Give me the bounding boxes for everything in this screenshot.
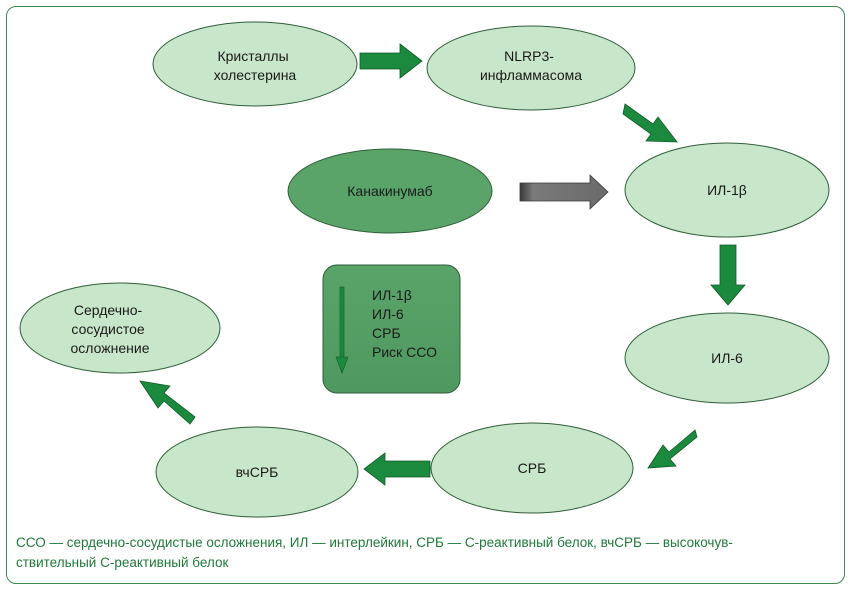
node-hscrp bbox=[155, 426, 359, 518]
node-nlrp3-inflammasome bbox=[426, 25, 636, 111]
label-crp: СРБ bbox=[518, 460, 547, 476]
node-il1b bbox=[624, 142, 830, 238]
reduction-item: ИЛ-1β bbox=[372, 287, 412, 303]
label-il1b: ИЛ-1β bbox=[707, 182, 747, 198]
node-il6 bbox=[624, 312, 830, 404]
arrow-canakinumab-to-il1b bbox=[519, 174, 609, 210]
caption: ССО — сердечно-сосудистые осложнения, ИЛ… bbox=[16, 533, 836, 573]
label-cv-complication: Сердечно- сосудистое осложнение bbox=[71, 302, 150, 356]
node-cholesterol-crystals bbox=[152, 21, 358, 107]
reduction-item: Риск ССО bbox=[372, 344, 437, 360]
label-hscrp: вчСРБ bbox=[236, 464, 279, 480]
label-canakinumab: Канакинумаб bbox=[347, 183, 432, 199]
arrow-crp-to-hscrp bbox=[363, 452, 431, 486]
caption-line-2: ствительный С-реактивный белок bbox=[16, 555, 229, 570]
reduction-item: СРБ bbox=[372, 325, 401, 341]
label-cholesterol-crystals: Кристаллы холестерина bbox=[214, 48, 297, 83]
reduction-box bbox=[322, 264, 461, 394]
arrow-hscrp-to-cv-complication bbox=[139, 380, 196, 425]
arrow-crystals-to-nlrp3 bbox=[359, 43, 423, 79]
label-il6: ИЛ-6 bbox=[711, 350, 743, 366]
node-crp bbox=[430, 422, 634, 514]
label-nlrp3: NLRP3- инфламмасома bbox=[480, 48, 582, 83]
node-cv-complication bbox=[19, 282, 221, 374]
arrow-nlrp3-to-il1b bbox=[622, 103, 678, 143]
arrow-il6-to-crp bbox=[647, 429, 698, 469]
node-canakinumab bbox=[287, 148, 493, 234]
caption-line-1: ССО — сердечно-сосудистые осложнения, ИЛ… bbox=[16, 535, 733, 550]
down-arrow-icon bbox=[335, 286, 349, 374]
arrow-il1b-to-il6 bbox=[710, 244, 746, 306]
reduction-item: ИЛ-6 bbox=[372, 306, 404, 322]
reduction-box-list: ИЛ-1β ИЛ-6 СРБ Риск ССО bbox=[372, 287, 437, 360]
